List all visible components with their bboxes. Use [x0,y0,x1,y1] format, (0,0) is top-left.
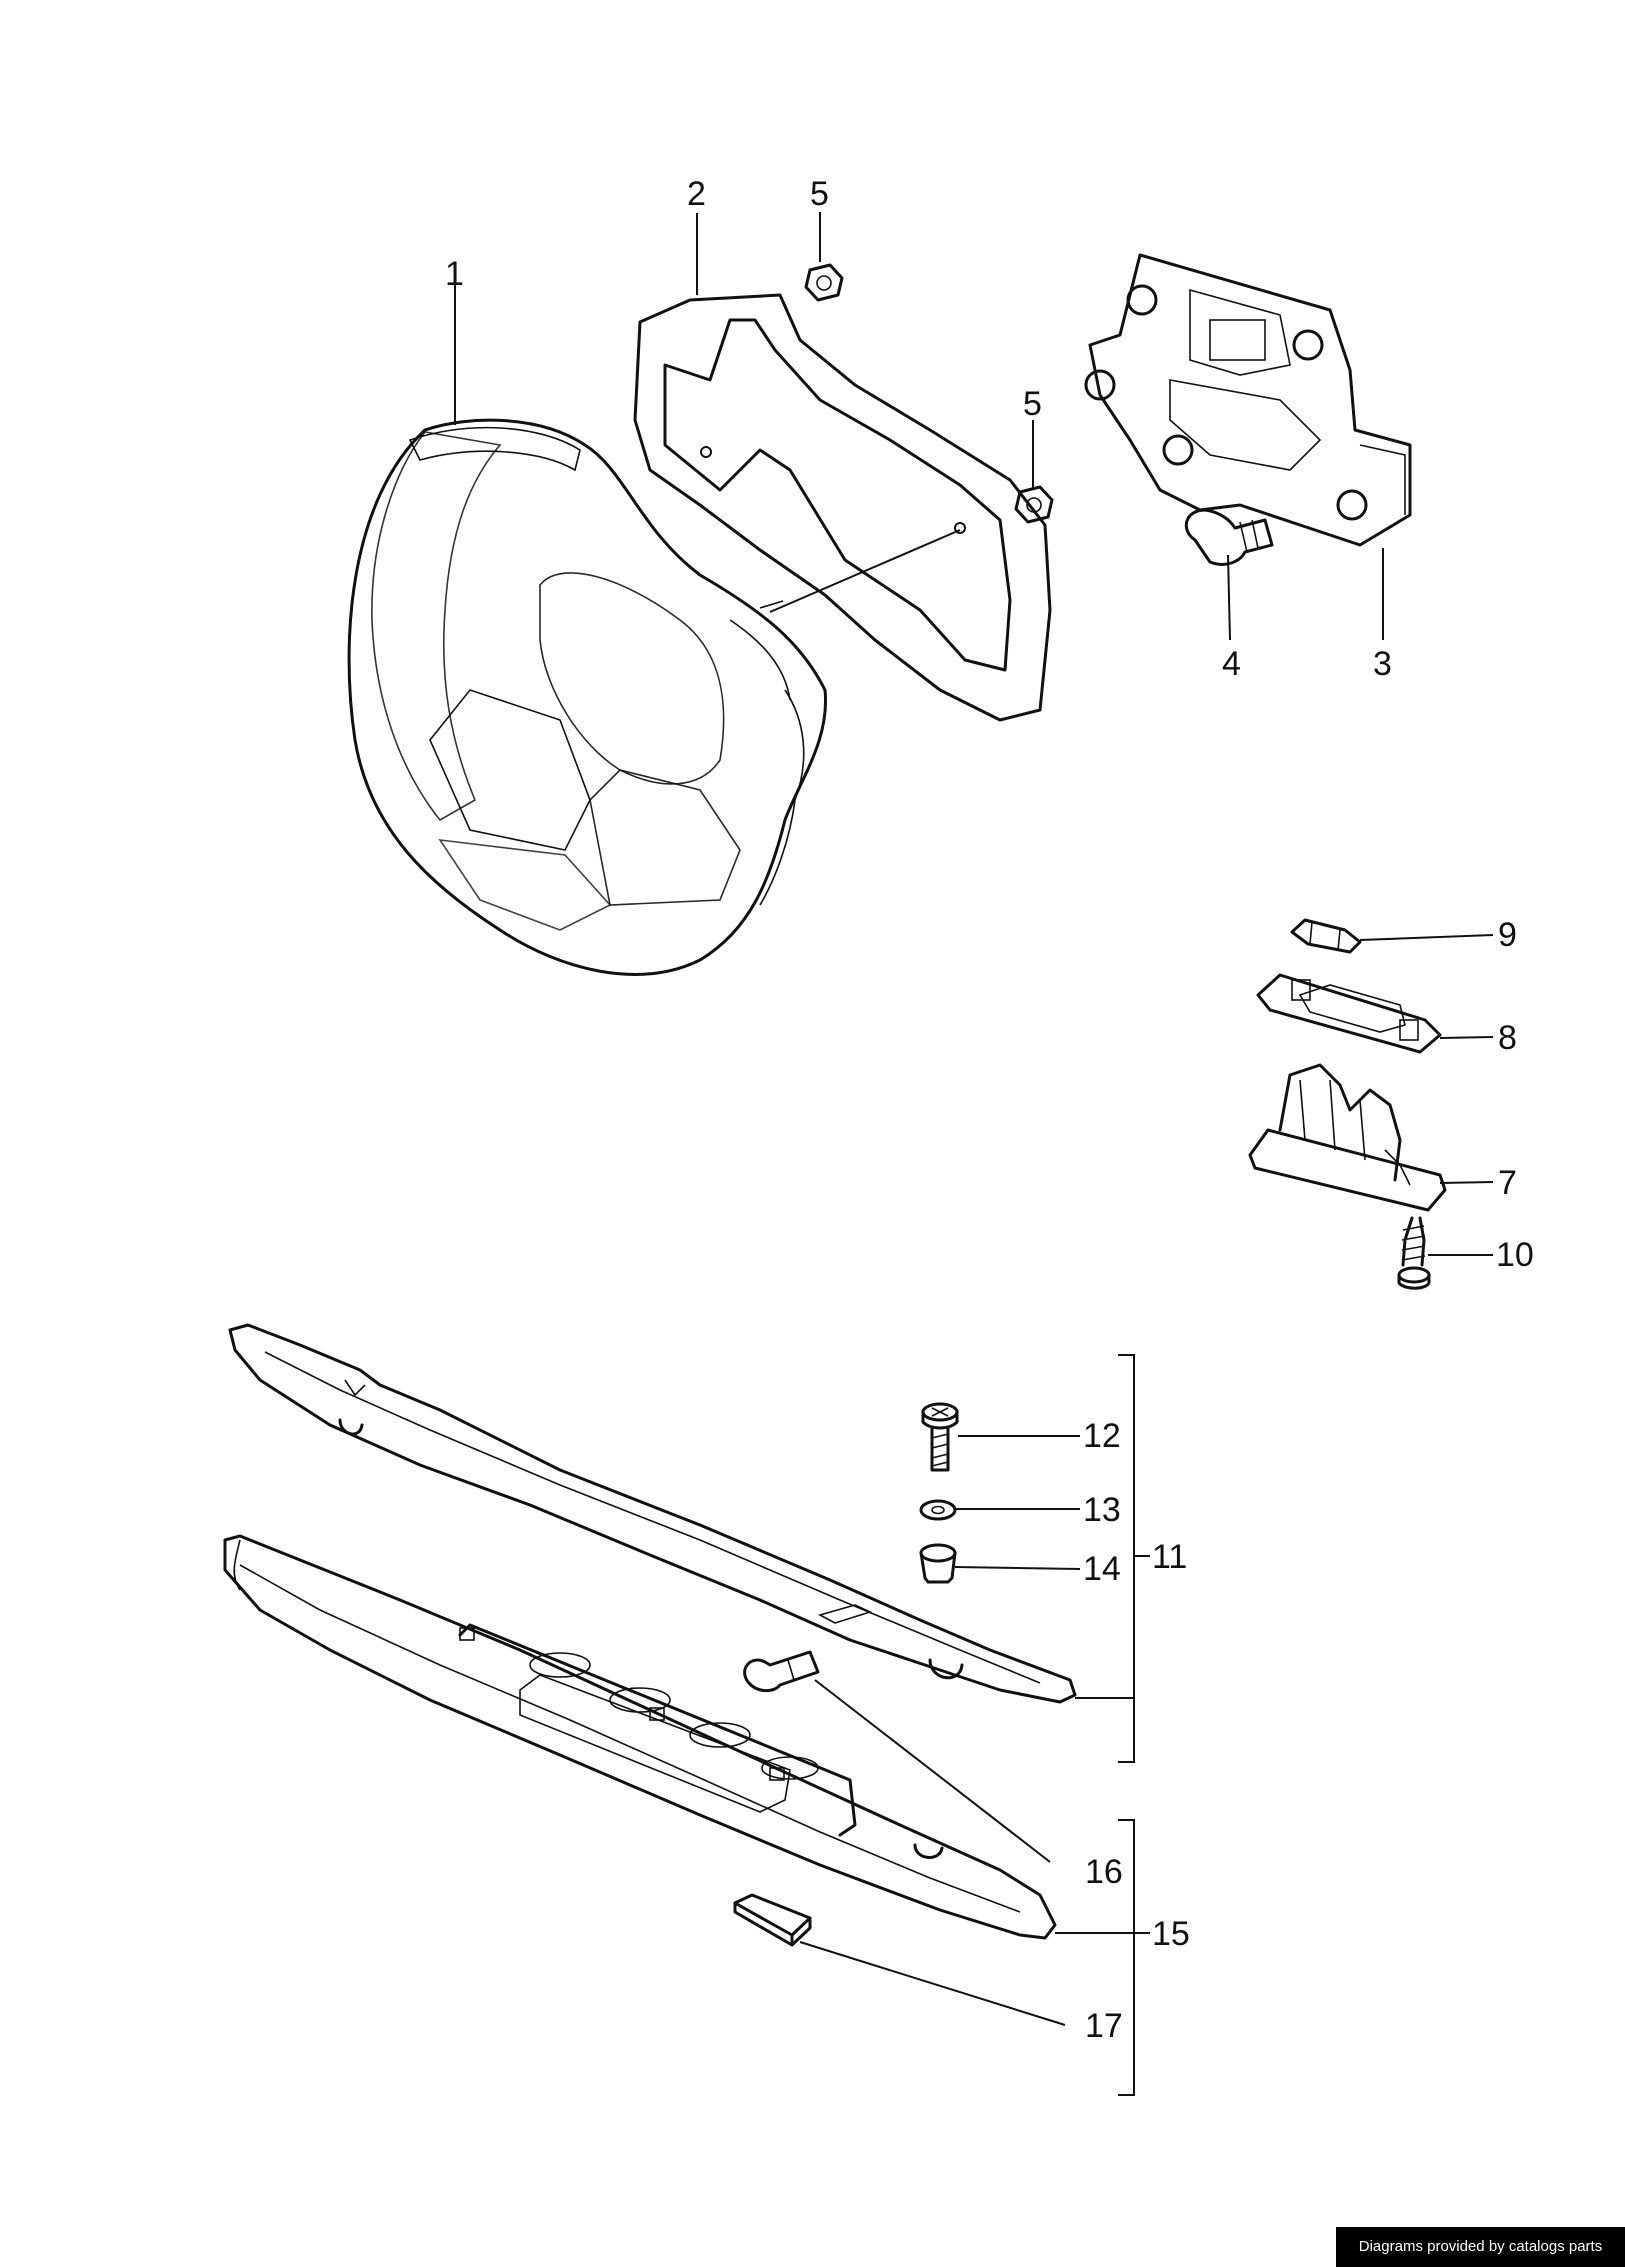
callout-8: 8 [1498,1019,1517,1057]
callout-labels: 1 2 5 5 4 3 9 8 7 10 12 13 14 11 16 15 1… [445,175,1534,2045]
callout-17: 17 [1085,2007,1123,2045]
callout-9: 9 [1498,916,1517,954]
seal-pad [733,1893,812,1947]
festoon-bulb [1290,918,1362,954]
callout-3: 3 [1373,645,1392,683]
third-brake-light-body [223,1534,1057,1940]
gasket [633,293,1052,722]
wedge-bulb [743,1650,820,1693]
callout-12: 12 [1083,1417,1121,1455]
stud-line [769,529,961,613]
diagram-credit-footer: Diagrams provided by catalogs parts [1336,2227,1625,2267]
callout-13: 13 [1083,1491,1121,1529]
callout-15: 15 [1152,1915,1190,1953]
callout-10: 10 [1496,1236,1534,1274]
self-tapping-screw [1397,1216,1431,1290]
license-light-lens [1256,973,1442,1054]
washer [919,1499,957,1521]
callout-5-lower: 5 [1023,385,1042,423]
screw [921,1402,959,1472]
callout-11: 11 [1152,1538,1187,1576]
license-light-housing [1248,1063,1447,1212]
callout-5-upper: 5 [810,175,829,213]
expanding-nut [919,1543,957,1584]
nut-upper [804,263,844,302]
bulb-holder [1084,253,1412,547]
callout-14: 14 [1083,1550,1121,1588]
callout-16: 16 [1085,1853,1123,1891]
callout-7: 7 [1498,1164,1517,1202]
callout-1: 1 [445,255,464,293]
leader-lines [454,212,1494,2096]
tail-bulb [1184,508,1274,566]
tail-light-lens [347,418,828,976]
nut-lower [1014,485,1054,524]
callout-2: 2 [687,175,706,213]
callout-4: 4 [1222,645,1241,683]
third-brake-light-cover [228,1323,1077,1704]
